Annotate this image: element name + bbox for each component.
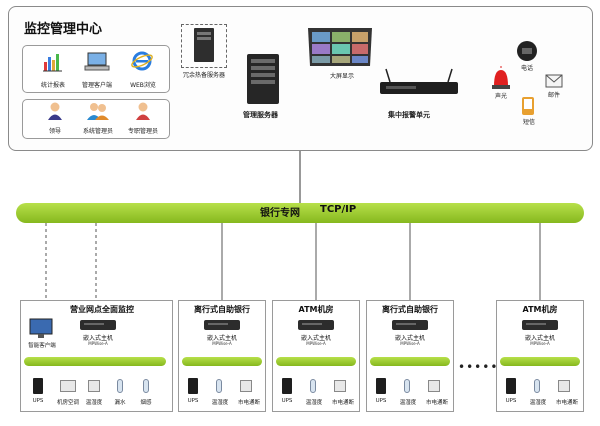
ups-icon [282,378,292,394]
device-label-3-2: 市电通断 [331,400,354,406]
user-label-admin: 系统管理员 [82,128,113,135]
redundant-server-label: 冗余热备服务器 [182,72,225,79]
temp-humidity-icon [216,379,222,393]
network-protocol: TCP/IP [320,204,357,215]
branch-title-5: ATM机房 [522,305,558,314]
temp-humidity-icon [310,379,316,393]
user-label-operator: 专职管理员 [127,128,158,135]
admin-users-icon [87,103,109,120]
ups-icon [506,378,516,394]
branch-atm-room-1 [272,300,360,412]
host-sub-5: MPWise-A [530,341,550,346]
redundant-server-icon [194,28,214,62]
temp-humidity-icon [404,379,410,393]
bank-network-bus [16,203,584,223]
sub-bus-4 [370,357,450,366]
embedded-host-5 [522,320,558,330]
device-label-1-0: UPS [32,398,44,404]
center-title: 监控管理中心 [24,22,103,37]
alarm-output-email: 邮件 [547,92,560,99]
alarm-output-sms: 短信 [522,119,535,126]
device-label-2-1: 温湿度 [211,400,229,406]
video-wall-icon [308,28,372,66]
sms-phone-icon [522,97,534,115]
laptop-icon [84,52,110,71]
device-label-1-4: 烟感 [140,400,152,406]
branch-outlet-monitoring [20,300,173,412]
device-label-4-0: UPS [375,398,387,404]
ups-icon [188,378,198,394]
device-label-4-2: 市电通断 [425,400,448,406]
smart-client-label: 智能客户端 [28,343,56,349]
embedded-host-1 [80,320,116,330]
alarm-output-siren: 声光 [494,93,507,100]
branch-atm-room-2 [496,300,584,412]
host-sub-4: MPWise-A [400,341,420,346]
host-label-2: 嵌入式主机 [206,335,237,342]
device-label-5-2: 市电通断 [555,400,578,406]
ups-icon [376,378,386,394]
host-label-3: 嵌入式主机 [300,335,331,342]
device-label-5-0: UPS [505,398,517,404]
device-label-1-3: 漏水 [114,400,126,406]
water-leak-icon [117,379,123,393]
siren-icon [492,66,510,89]
email-icon [545,74,563,88]
mains-power-icon [240,380,252,392]
main-server-icon [247,54,279,104]
redundant-server-frame [181,24,227,68]
branch-title-4: 离行式自助银行 [382,305,438,314]
alarm-output-phone: 电话 [520,65,533,72]
smart-client-icon [29,318,53,338]
mains-power-icon [428,380,440,392]
sub-bus-2 [182,357,262,366]
alarm-unit-icon [380,68,458,94]
operator-user-icon [136,102,150,120]
embedded-host-3 [298,320,334,330]
temp-humidity-icon [88,380,100,392]
device-label-3-0: UPS [281,398,293,404]
branch-title-3: ATM机房 [298,305,334,314]
device-label-3-1: 温湿度 [305,400,323,406]
ups-icon [33,378,43,394]
device-label-5-1: 温湿度 [529,400,547,406]
network-name: 银行专网 [260,208,300,219]
host-label-4: 嵌入式主机 [394,335,425,342]
embedded-host-2 [204,320,240,330]
device-label-1-1: 机房空调 [56,400,79,406]
host-label-1: 嵌入式主机 [82,335,113,342]
video-wall-label: 大屏显示 [329,73,354,80]
mains-power-icon [334,380,346,392]
host-sub-1: MPWise-A [88,341,108,346]
main-server-label: 管理服务器 [243,111,278,119]
air-conditioner-icon [60,380,76,392]
device-label-1-2: 温湿度 [85,400,103,406]
ie-browser-icon [131,51,153,71]
app-label-client: 管理客户端 [81,82,112,89]
alarm-unit-label: 集中报警单元 [388,111,430,119]
device-label-2-0: UPS [187,398,199,404]
mains-power-icon [558,380,570,392]
telephone-icon [517,41,537,61]
embedded-host-4 [392,320,428,330]
app-label-web: WEB浏览 [130,82,156,89]
host-sub-2: MPWise-A [212,341,232,346]
sub-bus-5 [500,357,580,366]
smoke-detector-icon [143,379,149,393]
device-label-2-2: 市电通断 [237,400,260,406]
sub-bus-3 [276,357,356,366]
bar-chart-icon [43,54,62,72]
branch-title-2: 离行式自助银行 [194,305,250,314]
user-label-leader: 领导 [48,128,61,135]
host-sub-3: MPWise-A [306,341,326,346]
leader-user-icon [48,102,62,120]
branch-offsite-self-service-2 [366,300,454,412]
branch-title-1: 营业网点全面监控 [70,305,134,314]
temp-humidity-icon [534,379,540,393]
sub-bus-1 [24,357,166,366]
device-label-4-1: 温湿度 [399,400,417,406]
app-label-reports: 统计报表 [40,82,65,89]
host-label-5: 嵌入式主机 [524,335,555,342]
branch-offsite-self-service-1 [178,300,266,412]
